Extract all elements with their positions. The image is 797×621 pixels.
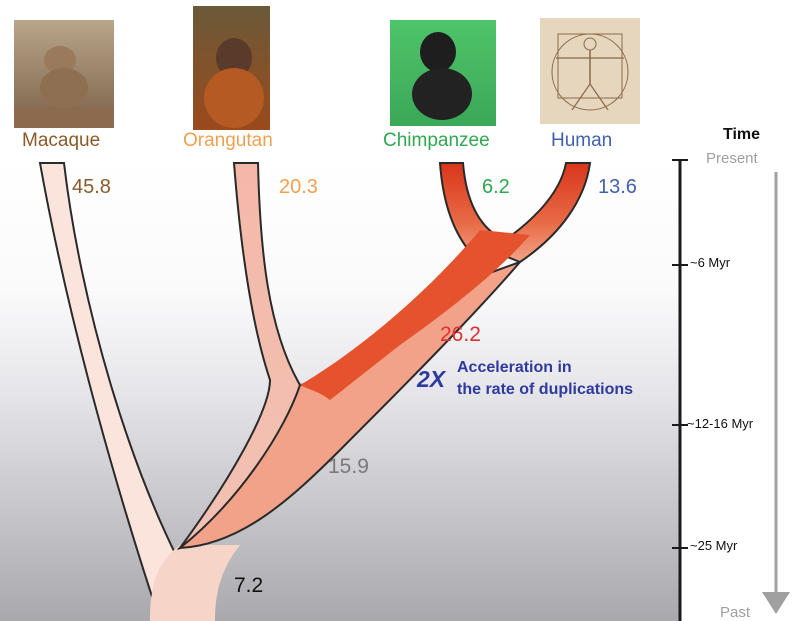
rate-macaque: 45.8: [72, 176, 111, 199]
tick-label-6myr: ~6 Myr: [690, 255, 730, 270]
vitruvian-man-drawing: [540, 18, 640, 124]
tick-label-12-16myr: ~12-16 Myr: [687, 416, 753, 431]
rate-root: 7.2: [234, 574, 263, 598]
label-chimpanzee: Chimpanzee: [383, 130, 490, 152]
label-human: Human: [551, 130, 612, 152]
acceleration-line2: the rate of duplications: [457, 381, 633, 399]
orangutan-photo: [193, 6, 270, 130]
acceleration-line1: Acceleration in: [457, 359, 572, 377]
macaque-photo: [14, 20, 114, 128]
rate-human-chimp-ancestor: 26.2: [440, 323, 481, 347]
timeline-past: Past: [720, 604, 750, 621]
acceleration-multiplier: 2X: [417, 366, 445, 393]
timeline-title: Time: [723, 126, 760, 144]
rate-orangutan: 20.3: [279, 176, 318, 199]
rate-great-ape-ancestor: 15.9: [328, 455, 369, 479]
tick-label-25myr: ~25 Myr: [690, 538, 737, 553]
rate-chimpanzee: 6.2: [482, 176, 510, 199]
label-macaque: Macaque: [22, 130, 100, 152]
time-arrow-head: [762, 592, 790, 614]
rate-human: 13.6: [598, 176, 637, 199]
timeline-present: Present: [706, 150, 758, 167]
label-orangutan: Orangutan: [183, 130, 273, 152]
chimpanzee-photo: [390, 20, 496, 126]
